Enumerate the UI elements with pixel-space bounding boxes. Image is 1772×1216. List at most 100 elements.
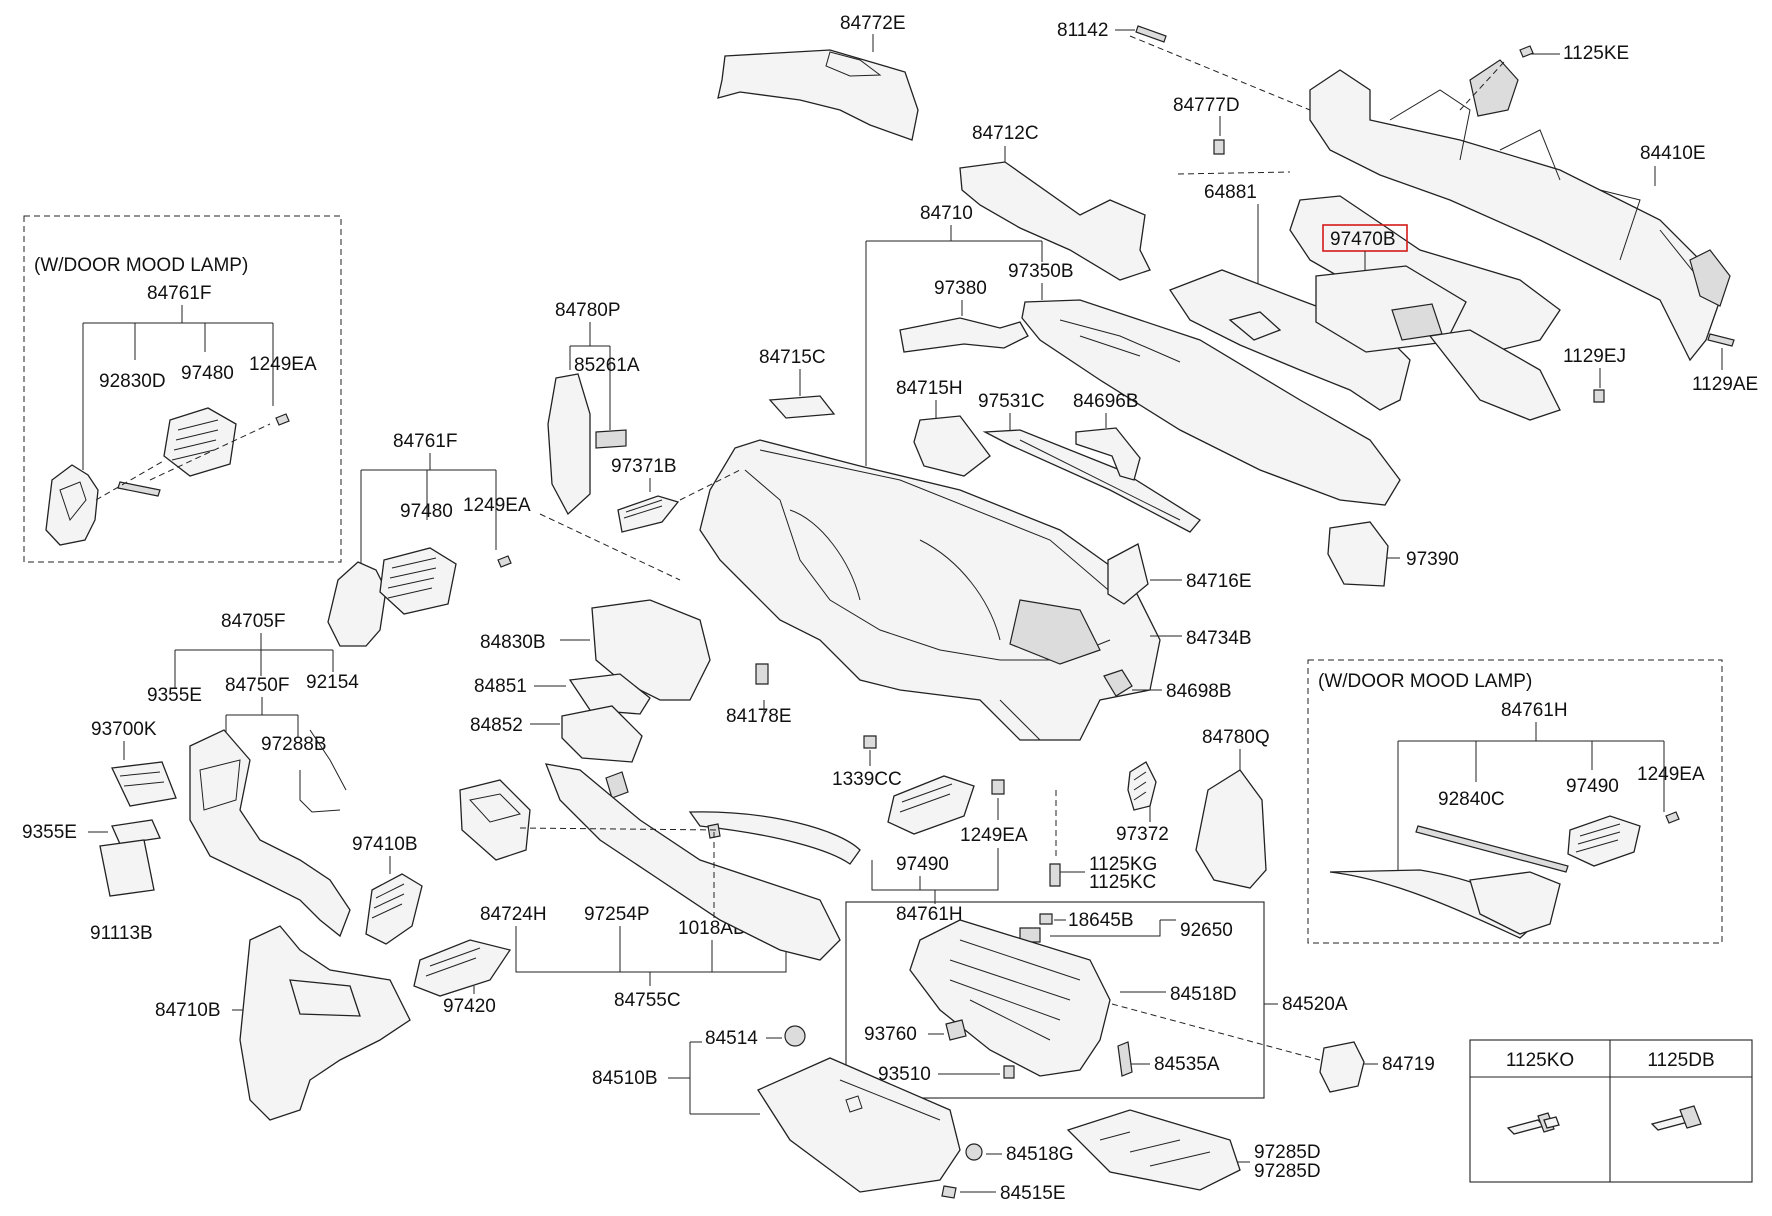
table-header-1125ko: 1125KO (1506, 1050, 1574, 1071)
label-9355e-a: 9355E (147, 685, 202, 706)
inset-right-title: (W/DOOR MOOD LAMP) (1318, 671, 1532, 692)
bolt-1129ej-icon (1593, 389, 1605, 403)
part-93510-clip (1003, 1065, 1015, 1079)
part-84716e-cover (1107, 543, 1149, 605)
label-97288b: 97288B (261, 734, 327, 755)
label-84750f: 84750F (225, 675, 289, 696)
part-84535a-damper (1117, 1041, 1133, 1077)
part-97372-grille (1127, 761, 1157, 811)
label-84515e: 84515E (1000, 1183, 1066, 1204)
part-84750f-center-panel (189, 729, 351, 938)
glove-box-group-frame (845, 901, 1265, 1099)
label-84772e: 84772E (840, 13, 906, 34)
part-84712c-bracket (959, 161, 1151, 281)
part-97288b-wire (299, 729, 347, 813)
label-84705f: 84705F (221, 611, 285, 632)
label-1129ae: 1129AE (1692, 374, 1758, 395)
inset-right-screw-icon (1665, 811, 1680, 824)
part-97420-vent (413, 939, 512, 997)
part-84710-crash-pad-main (699, 439, 1161, 741)
bolt-81142-icon (1135, 25, 1167, 43)
part-84780p-side-cover (547, 373, 591, 516)
part-84510b-glove-box (757, 1057, 961, 1193)
label-84852: 84852 (470, 715, 523, 736)
bolt-1125kg-icon (1049, 863, 1061, 887)
part-97285d-bracket (1066, 1109, 1241, 1191)
label-93700k: 93700K (91, 719, 157, 740)
label-18645b: 18645B (1068, 910, 1134, 931)
part-85261a-label (595, 429, 627, 449)
label-84510b: 84510B (592, 1068, 658, 1089)
label-97490: 97490 (896, 854, 949, 875)
part-84772e-bracket (717, 49, 919, 141)
label-97350b: 97350B (1008, 261, 1074, 282)
label-64881: 64881 (1204, 182, 1257, 203)
label-97531c: 97531C (978, 391, 1045, 412)
label-1125kg: 1125KG (1089, 854, 1157, 875)
label-84535a: 84535A (1154, 1054, 1220, 1075)
inset-left-97480: 97480 (181, 363, 234, 384)
part-97410b-vent (365, 873, 423, 945)
bolt-1129ae-icon (1707, 333, 1735, 347)
label-84755c: 84755C (614, 990, 681, 1011)
inset-left-door-trim (45, 464, 99, 546)
label-97410b: 97410B (352, 834, 418, 855)
part-84719-bracket (1319, 1041, 1365, 1093)
part-84710b-center-console (239, 925, 411, 1121)
inset-left-screw-icon (275, 413, 290, 426)
part-97380-duct (899, 317, 1029, 353)
part-93760-switch (945, 1019, 967, 1041)
inset-left-1249ea: 1249EA (249, 354, 317, 375)
part-92650-lamp (1019, 927, 1041, 943)
label-84696b: 84696B (1073, 391, 1139, 412)
part-91113b-cover (99, 839, 155, 897)
part-84514-bumper (784, 1025, 806, 1047)
label-1249ea-a: 1249EA (463, 495, 531, 516)
part-97390-duct (1327, 521, 1389, 587)
label-84777d: 84777D (1173, 95, 1240, 116)
part-84515e-screw (941, 1185, 957, 1199)
bolt-1125db-icon (1650, 1105, 1702, 1131)
label-97371b: 97371B (611, 456, 677, 477)
inset-right-box (1307, 659, 1723, 944)
part-93700k-switch (111, 761, 177, 807)
inset-left-92830d: 92830D (99, 371, 166, 392)
part-84178e-clip (755, 663, 769, 685)
inset-left-air-vent (163, 407, 237, 477)
label-97480: 97480 (400, 501, 453, 522)
inset-left-box (23, 215, 342, 563)
part-84715h-speaker-cover (913, 415, 991, 477)
fastener-table: 1125KO 1125DB (1469, 1039, 1753, 1183)
label-97390: 97390 (1406, 549, 1459, 570)
label-84780q: 84780Q (1202, 727, 1270, 748)
label-97470b: 97470B (1330, 229, 1396, 250)
bolt-1125ke-icon (1519, 45, 1534, 58)
label-84518g: 84518G (1006, 1144, 1074, 1165)
label-84724h: 84724H (480, 904, 547, 925)
label-97380: 97380 (934, 278, 987, 299)
label-84780p: 84780P (555, 300, 621, 321)
label-84698b: 84698B (1166, 681, 1232, 702)
part-18645b-bulb-icon (1039, 913, 1053, 925)
label-84710: 84710 (920, 203, 973, 224)
label-97285d-b: 97285D (1254, 1161, 1321, 1182)
part-97371b-grille (617, 495, 680, 533)
label-1339cc: 1339CC (832, 769, 902, 790)
inset-left-title: (W/DOOR MOOD LAMP) (34, 255, 248, 276)
part-84755c-lower-panel (544, 763, 841, 961)
label-92154: 92154 (306, 672, 359, 693)
label-84761f: 84761F (393, 431, 457, 452)
label-81142: 81142 (1057, 20, 1108, 41)
part-84852-shroud-lower (561, 705, 643, 763)
part-84780q-side-cover (1195, 769, 1267, 889)
label-1129ej: 1129EJ (1563, 346, 1626, 367)
label-84734b: 84734B (1186, 628, 1252, 649)
part-84518d-glove-box-housing (909, 919, 1111, 1077)
part-97254p-connector (605, 771, 629, 799)
label-84715h: 84715H (896, 378, 963, 399)
label-84710b: 84710B (155, 1000, 221, 1021)
bolt-1125ko-icon (1506, 1112, 1560, 1135)
label-97372: 97372 (1116, 824, 1169, 845)
inset-left-mood-lamp-strip (117, 481, 161, 497)
